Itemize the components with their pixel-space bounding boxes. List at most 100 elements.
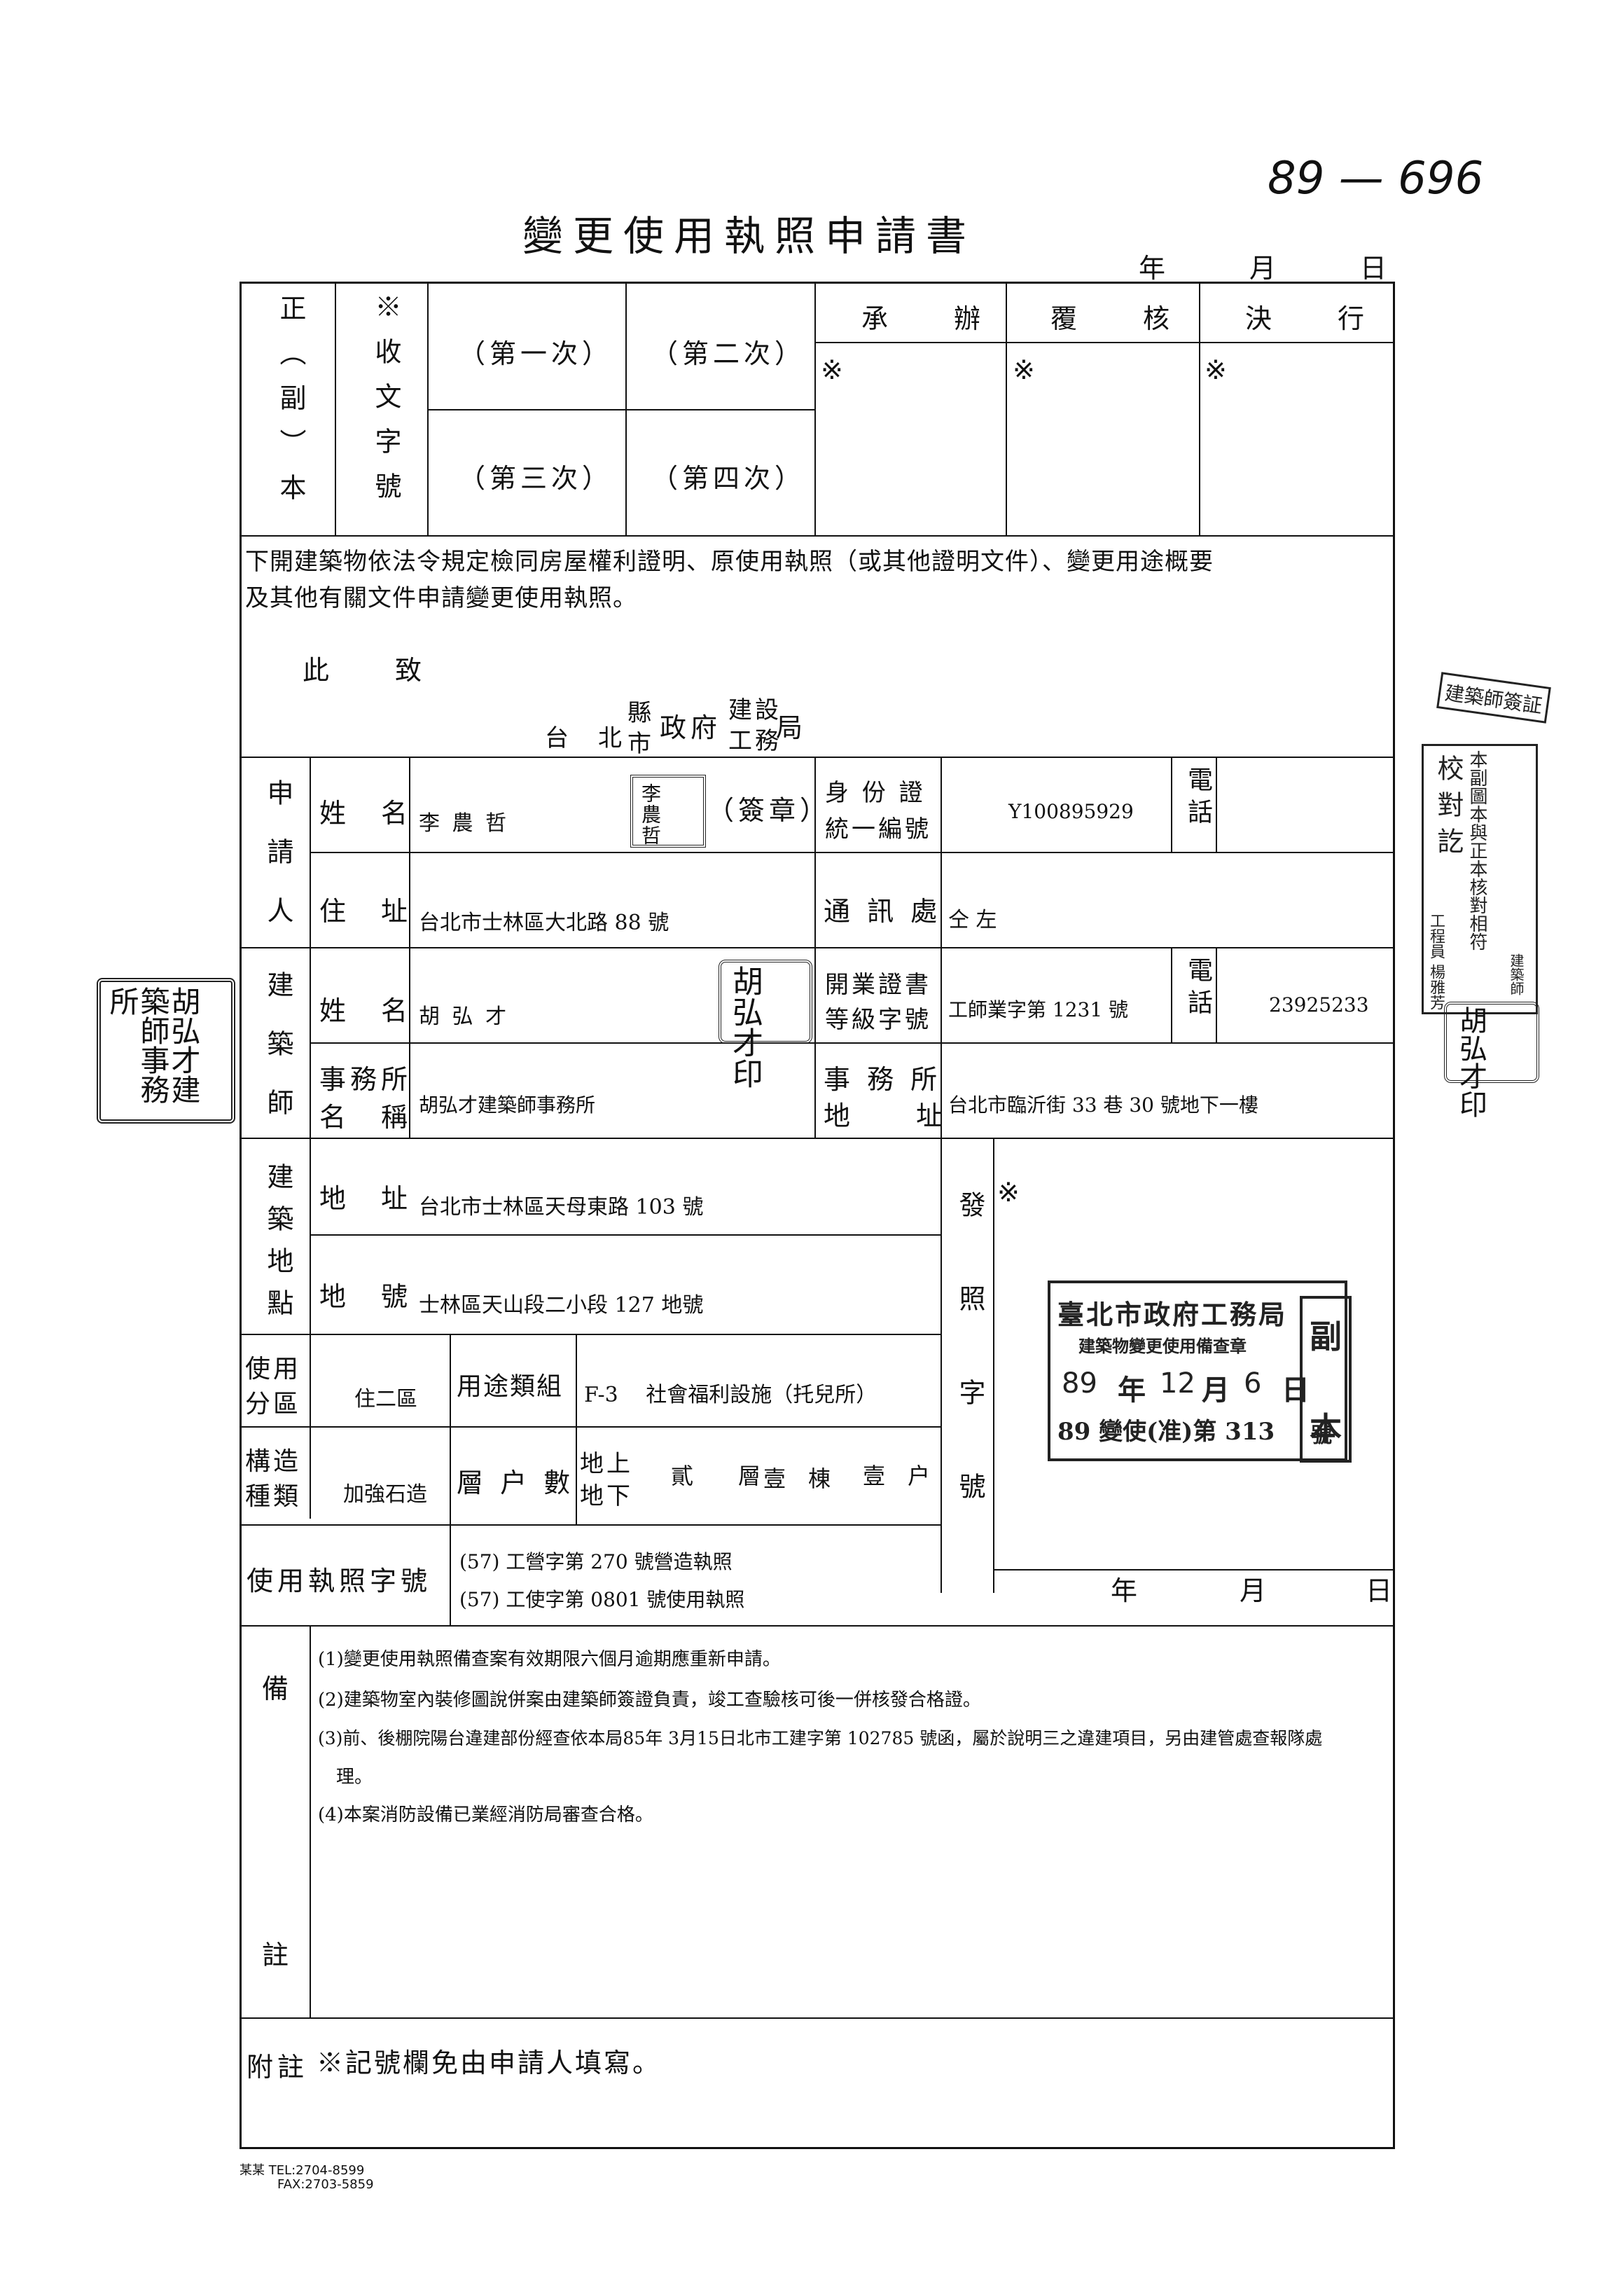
applicant-seal-label: （簽章）	[707, 795, 831, 826]
site-address-label: 地 址	[319, 1183, 412, 1214]
applicant-name: 李 農 哲	[419, 811, 510, 836]
remarks-label-top: 備	[262, 1673, 293, 1704]
structure-label: 構造種類	[245, 1447, 302, 1511]
note-text: ※記號欄免由申請人填寫。	[317, 2048, 662, 2078]
remark-3-cont: 理。	[318, 1767, 373, 1788]
architect-office-label-1: 事務所	[319, 1064, 412, 1095]
approval-stamp-day: 6	[1244, 1367, 1262, 1400]
zone-value: 住二區	[354, 1387, 417, 1411]
round-2: （第二次）	[651, 338, 806, 369]
form-frame	[240, 282, 1395, 2149]
authority-bureau-bottom: 工務	[728, 727, 782, 755]
reviewer-handler: 承 辦	[861, 303, 985, 334]
reviewer-checker: 覆 核	[1050, 303, 1174, 334]
applicant-id-label-1: 身 份 證	[825, 779, 926, 807]
approval-stamp: 臺北市政府工務局 建築物變更使用備查章 89 年 12 月 6 日 89 變使(…	[1048, 1280, 1347, 1461]
date-year-label: 年	[1139, 253, 1170, 284]
remarks-label-bottom: 註	[262, 1940, 293, 1970]
authority-city-sub: 市	[627, 730, 654, 758]
applicant-contact-label: 通 訊 處	[824, 896, 942, 927]
floors-value: 貳 層	[671, 1463, 761, 1489]
reviewer-approver: 決 行	[1245, 303, 1369, 334]
applicant-address-label: 住 址	[319, 896, 412, 927]
approval-stamp-number: 89 變使(准)第 313	[1057, 1418, 1275, 1446]
use-license-1: (57) 工營字第 270 號營造執照	[459, 1550, 733, 1573]
site-lot-label: 地 號	[319, 1281, 412, 1312]
note-label: 附註	[247, 2052, 309, 2083]
statement-line-2: 及其他有關文件申請變更使用執照。	[245, 584, 637, 612]
buildings-value: 壹 棟	[763, 1465, 831, 1492]
remark-4: (4)本案消防設備已業經消防局審查合格。	[318, 1804, 653, 1825]
zone-label: 使用分區	[245, 1355, 302, 1418]
approval-stamp-year-unit: 年	[1118, 1374, 1146, 1407]
usage-group: F-3 社會福利設施（托兒所）	[584, 1383, 877, 1407]
remark-2: (2)建築物室內裝修圖說併案由建築師簽證負責，竣工查驗核可後一併核發合格證。	[318, 1690, 981, 1711]
applicant-phone-label: 電話	[1184, 766, 1212, 831]
architect-name: 胡 弘 才	[419, 1005, 510, 1029]
authority-suffix: 局	[776, 712, 807, 743]
round-1: （第一次）	[459, 338, 613, 369]
round-3: （第三次）	[459, 463, 613, 494]
applicant-contact: 仝 左	[948, 908, 997, 932]
remark-1: (1)變更使用執照備查案有效期限六個月逾期應重新申請。	[318, 1649, 781, 1670]
authority-city: 台 北	[545, 724, 625, 752]
remark-3: (3)前、後棚院陽台違建部份經查依本局85年 3月15日北市工建字第 10278…	[318, 1728, 1323, 1748]
architect-phone: 23925233	[1269, 993, 1369, 1016]
architect-office-addr-label-2: 地 址	[824, 1100, 948, 1131]
approval-stamp-month: 12	[1160, 1367, 1195, 1400]
applicant-id: Y100895929	[1008, 800, 1134, 823]
site-address: 台北市士林區天母東路 103 號	[419, 1195, 704, 1220]
issue-mark: ※	[997, 1177, 1024, 1208]
round-4: （第四次）	[651, 463, 806, 494]
authority-bureau-top: 建設	[728, 696, 782, 724]
architect-office: 胡弘才建築師事務所	[419, 1093, 596, 1117]
salutation: 此 致	[303, 655, 426, 686]
architect-office-addr-label-1: 事 務 所	[824, 1064, 942, 1095]
footer-tel: 某某 TEL:2704-8599	[240, 2163, 365, 2178]
architect-license-label-1: 開業證書	[825, 971, 931, 999]
checker-seal: 胡弘才印	[1444, 1002, 1539, 1118]
approval-stamp-line2: 建築物變更使用備查章	[1078, 1336, 1247, 1356]
structure-value: 加強石造	[343, 1482, 427, 1507]
issue-label: 發照字號	[955, 1191, 985, 1566]
mark-1: ※	[821, 354, 847, 385]
architect-office-seal: 胡弘才建築師事務所	[97, 978, 235, 1124]
copy-stamp-top: 副	[1310, 1318, 1342, 1355]
check-extra2: 建築師	[1508, 953, 1525, 995]
floors-label: 層 户 數	[457, 1468, 575, 1498]
architect-license-label-2: 等級字號	[825, 1006, 931, 1034]
document-number: 89 — 696	[1268, 153, 1484, 205]
copy-type-label: 正（副）本	[275, 294, 306, 518]
date-day-label: 日	[1360, 253, 1391, 284]
use-license-label: 使用執照字號	[247, 1566, 432, 1596]
approval-stamp-line1: 臺北市政府工務局	[1057, 1299, 1288, 1330]
check-stamp: 校對訖 本副圖本與正本核對相符 工程員 楊雅芳 建築師	[1422, 744, 1538, 1014]
above-ground-label: 地上	[580, 1450, 633, 1478]
form-title: 變更使用執照申請書	[522, 212, 977, 260]
check-extra: 工程員 楊雅芳	[1427, 913, 1445, 1010]
copy-stamp-bottom: 本	[1310, 1410, 1342, 1448]
architect-section-label: 建築師	[263, 971, 293, 1147]
issue-month-label: 月	[1240, 1575, 1271, 1606]
site-section-label: 建築地點	[263, 1163, 293, 1331]
applicant-name-label: 姓 名	[319, 798, 412, 829]
issue-year-label: 年	[1111, 1575, 1142, 1606]
mark-3: ※	[1205, 354, 1231, 385]
households-value: 壹 户	[863, 1463, 931, 1489]
date-month-label: 月	[1249, 253, 1281, 284]
architect-office-label-2: 名 稱	[319, 1102, 412, 1133]
usage-group-label: 用途類組	[457, 1372, 564, 1401]
approval-stamp-day-unit: 日	[1282, 1374, 1310, 1407]
applicant-id-label-2: 統一編號	[825, 815, 931, 843]
use-license-2: (57) 工使字第 0801 號使用執照	[459, 1588, 745, 1611]
statement-line-1: 下開建築物依法令規定檢同房屋權利證明、原使用執照（或其他證明文件）、變更用途概要	[245, 548, 1214, 576]
architect-phone-label: 電話	[1184, 957, 1212, 1021]
mark-2: ※	[1013, 354, 1039, 385]
issue-day-label: 日	[1366, 1575, 1397, 1606]
check-label: 校對訖	[1433, 754, 1464, 864]
receipt-number-label: ※收文字號	[370, 293, 401, 517]
architect-license: 工師業字第 1231 號	[948, 998, 1129, 1021]
approval-stamp-number-unit: 號	[1311, 1423, 1332, 1448]
below-ground-label: 地下	[580, 1482, 633, 1510]
check-text: 本副圖本與正本核對相符	[1466, 750, 1487, 951]
